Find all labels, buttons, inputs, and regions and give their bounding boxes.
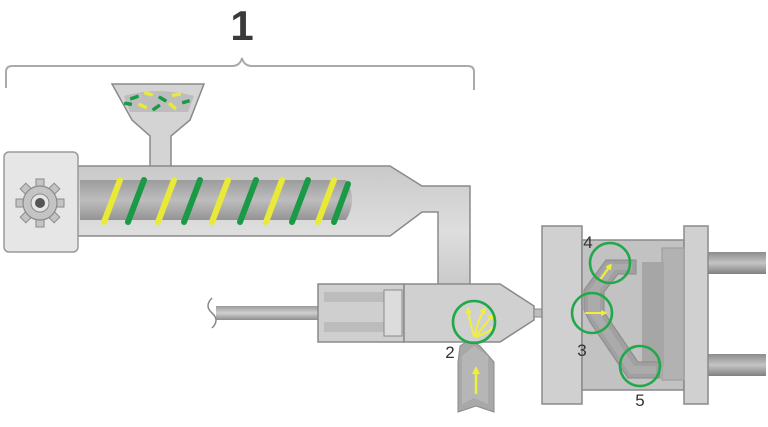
screw (80, 177, 352, 225)
label-point-5: 5 (635, 391, 644, 410)
spread-arrow-1 (465, 306, 475, 337)
mold (541, 225, 709, 405)
label-point-4: 4 (583, 233, 592, 252)
highlight-circle-3 (570, 291, 614, 335)
highlight-circle-4 (588, 241, 632, 285)
inlet-channel (457, 341, 495, 413)
highlight-circles (451, 241, 662, 388)
pellets (123, 91, 191, 112)
spread-arrow-3 (475, 313, 494, 337)
label-section-1: 1 (230, 2, 253, 49)
section-bracket (5, 57, 475, 90)
screw-flights (101, 177, 351, 225)
injection-rod (207, 297, 322, 329)
tie-bars (700, 252, 766, 376)
label-point-3: 3 (577, 341, 586, 360)
spread-arrow-2 (474, 307, 486, 337)
injection-cylinder (317, 283, 553, 343)
drive-unit (3, 151, 79, 253)
highlight-circle-2 (451, 299, 497, 345)
label-point-2: 2 (445, 343, 454, 362)
highlight-circle-5 (618, 344, 662, 388)
cavity-arrow-4 (599, 263, 612, 281)
gear-icon (15, 178, 65, 228)
hopper (110, 83, 206, 169)
mold-cavity (583, 259, 661, 379)
